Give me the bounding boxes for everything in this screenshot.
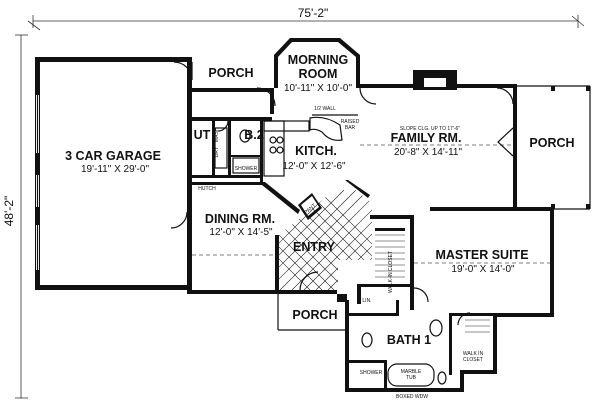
utility-name: UT — [194, 128, 211, 142]
hutch-note: HUTCH — [198, 186, 216, 192]
family-name: FAMILY RM. — [391, 131, 462, 145]
interior-walls — [192, 114, 496, 390]
garage-name: 3 CAR GARAGE — [65, 149, 161, 163]
doors — [170, 61, 514, 326]
raised-bar-note-1: RAISED — [341, 119, 360, 125]
fixtures — [214, 116, 447, 387]
master-size: 19'-0" X 14'-0" — [451, 264, 515, 275]
porch-right-name: PORCH — [529, 136, 574, 150]
bath2-name: B.2 — [244, 128, 264, 142]
garage-size: 19'-11" X 29'-0" — [81, 164, 149, 175]
marble-tub-note-1: MARBLE — [401, 369, 422, 375]
kitchen-size: 12'-0" X 12'-6" — [282, 161, 346, 172]
porch-front-name: PORCH — [292, 308, 337, 322]
overall-depth-label: 48'-2" — [2, 196, 16, 227]
dry-note: DRY — [214, 146, 220, 157]
walk-in-closet-note-1: WALK IN — [463, 351, 484, 357]
dimension-lines — [15, 15, 585, 399]
entry-name: ENTRY — [293, 240, 336, 254]
exterior-walls — [35, 38, 591, 392]
family-size: 20'-8" X 14'-11" — [394, 147, 462, 158]
master-name: MASTER SUITE — [435, 248, 528, 262]
morning-size: 10'-11" X 10'-0" — [284, 83, 352, 94]
walk-in-closet-vertical-note: WALK-IN CLOSET — [388, 251, 394, 293]
dining-name: DINING RM. — [205, 212, 275, 226]
bath1-name: BATH 1 — [387, 333, 431, 347]
overall-width-label: 75'-2" — [298, 6, 329, 20]
raised-bar-note-2: BAR — [345, 125, 356, 131]
kitchen-name: KITCH. — [295, 144, 337, 158]
half-wall-note: 1/2 WALL — [314, 106, 336, 112]
boxed-window-note: BOXED WDW — [396, 394, 428, 400]
marble-tub-note-2: TUB — [406, 375, 417, 381]
shower-b1-note: SHOWER — [360, 370, 383, 376]
shower-b2-note: SHOWER — [235, 166, 258, 172]
closet-shelving — [375, 234, 490, 333]
porch-top-name: PORCH — [208, 66, 253, 80]
plan-notes: DRY WASH SHOWER HUTCH 1/2 WALL RAISED BA… — [198, 106, 483, 400]
morning-name-line1: MORNING — [288, 53, 348, 67]
linen-note: LIN. — [362, 298, 371, 304]
walk-in-closet-note-2: CLOSET — [463, 357, 483, 363]
wash-note: WASH — [214, 127, 220, 142]
morning-name-line2: ROOM — [299, 67, 338, 81]
slope-ceiling-note: SLOPE CLG. UP TO 17'-6" — [400, 126, 460, 132]
room-labels: 3 CAR GARAGE 19'-11" X 29'-0" PORCH MORN… — [65, 53, 575, 347]
dining-size: 12'-0" X 14'-5" — [209, 227, 273, 238]
dashed-lines — [192, 144, 550, 264]
